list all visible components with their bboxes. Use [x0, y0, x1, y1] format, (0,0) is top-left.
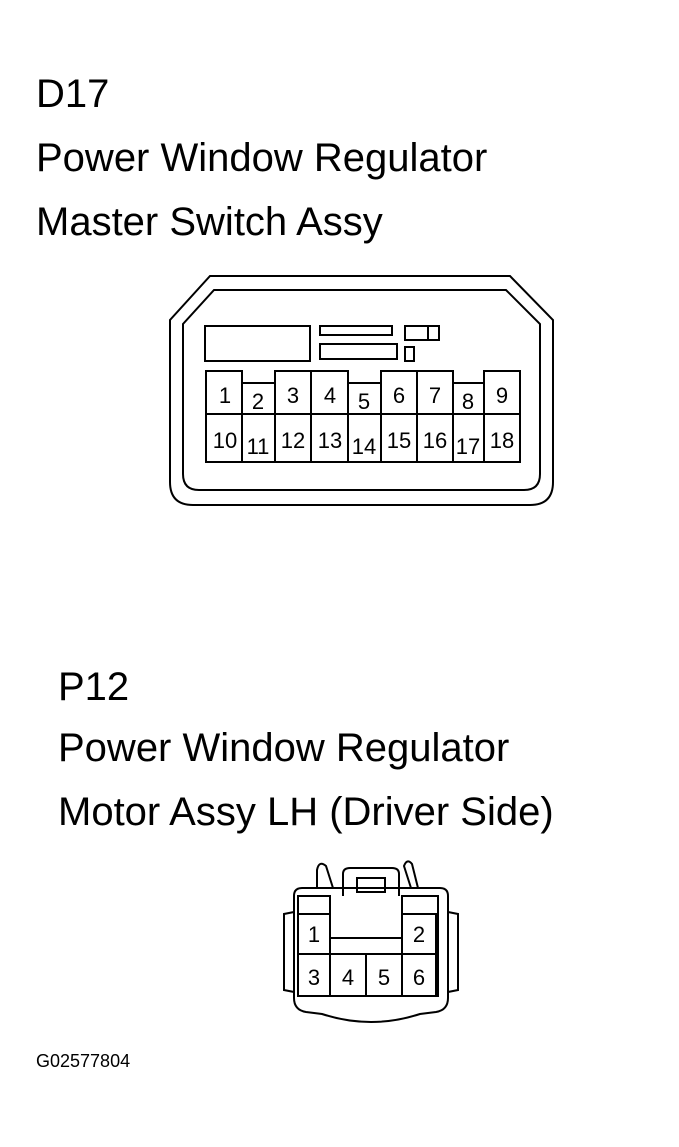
p12-center-key [342, 867, 400, 896]
d17-pin-label: 10 [213, 428, 237, 453]
d17-pin-label: 9 [496, 383, 508, 408]
figure-code: G02577804 [36, 1051, 131, 1071]
d17-pin-label: 16 [423, 428, 447, 453]
d17-pin-label: 6 [393, 383, 405, 408]
p12-connector-code: P12 [58, 665, 130, 709]
p12-pin-label: 2 [413, 922, 425, 947]
d17-connector-code: D17 [36, 72, 110, 116]
d17-housing-inner [182, 289, 541, 491]
p12-pin-label: 3 [308, 965, 320, 990]
p12-lock-tab-left [316, 862, 334, 889]
d17-pin-label: 2 [252, 389, 264, 414]
p12-lock-tab-right [402, 860, 419, 889]
d17-pin-label: 4 [324, 383, 336, 408]
d17-connector-name-line-2: Master Switch Assy [36, 200, 383, 244]
d17-housing-outer [169, 275, 554, 506]
d17-pin-label: 14 [352, 434, 376, 459]
d17-pin-label: 13 [318, 428, 342, 453]
p12-pin-label: 1 [308, 922, 320, 947]
d17-key-tab-1 [404, 325, 440, 341]
p12-pin-label: 4 [342, 965, 354, 990]
d17-pin-label: 3 [287, 383, 299, 408]
d17-pin-label: 7 [429, 383, 441, 408]
p12-pin-label: 5 [378, 965, 390, 990]
d17-pin-label: 1 [219, 383, 231, 408]
d17-connector-name-line-1: Power Window Regulator [36, 136, 488, 180]
p12-side-rib-right [447, 911, 459, 993]
p12-center-key-slot [356, 877, 386, 893]
d17-key-slot-2 [319, 343, 398, 360]
d17-pin-label: 18 [490, 428, 514, 453]
p12-connector-name-line-2: Motor Assy LH (Driver Side) [58, 790, 554, 834]
d17-cavity-row-bottom [205, 413, 521, 463]
d17-pin-label: 8 [462, 389, 474, 414]
p12-housing-outer [293, 887, 449, 1023]
d17-pin-label: 12 [281, 428, 305, 453]
d17-key-tab-2 [404, 346, 415, 362]
d17-key-slot-1 [319, 325, 393, 336]
d17-pin-label: 11 [247, 434, 270, 459]
p12-pin-label: 6 [413, 965, 425, 990]
d17-pin-label: 17 [456, 434, 480, 459]
p12-connector-name-line-1: Power Window Regulator [58, 726, 510, 770]
p12-connector-diagram [283, 860, 459, 1023]
d17-pin-label: 15 [387, 428, 411, 453]
d17-latch-block [204, 325, 311, 362]
d17-pin-label: 5 [358, 389, 370, 414]
p12-side-rib-left [283, 911, 295, 993]
